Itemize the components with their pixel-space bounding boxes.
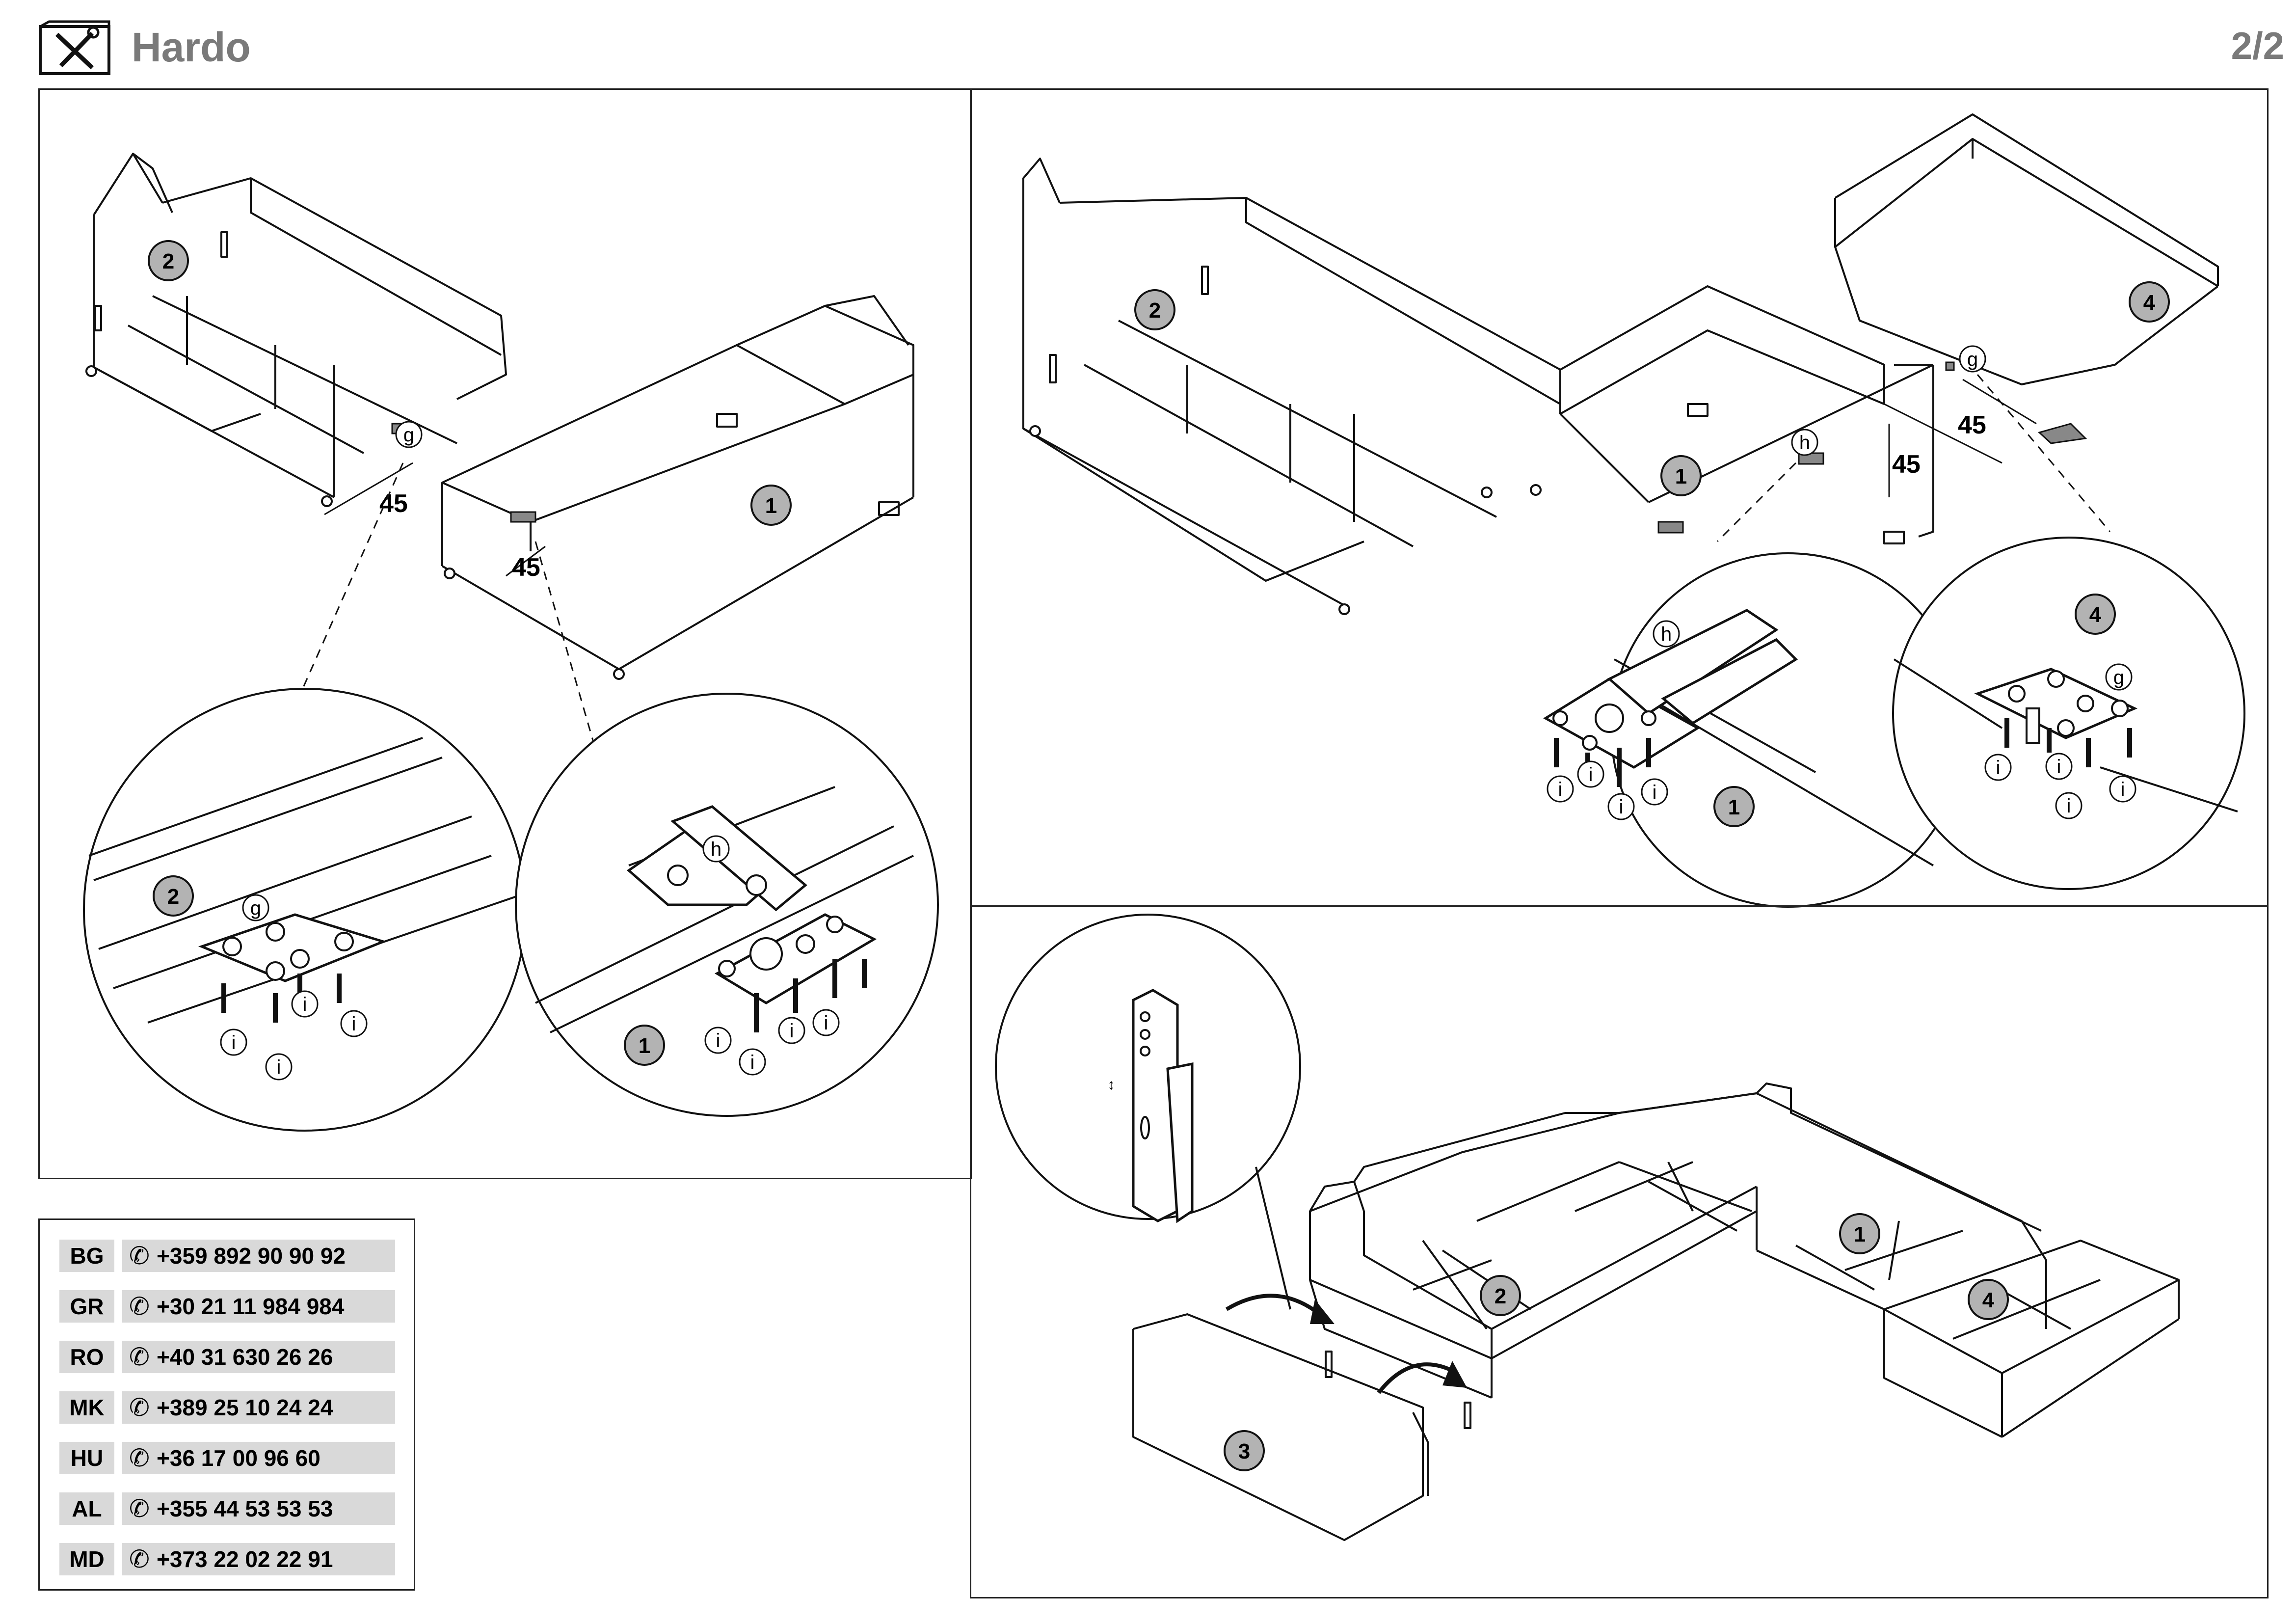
fitting-label: g bbox=[250, 897, 261, 919]
part-number: 3 bbox=[1238, 1439, 1250, 1463]
detail-circle-fitting-h: h i i i i 1 bbox=[1543, 552, 1966, 908]
phone-icon: ✆ bbox=[129, 1293, 150, 1320]
part-number: 4 bbox=[2143, 291, 2156, 315]
detail-circle-fitting-g: 4 g i i i i bbox=[1892, 537, 2245, 890]
phone-number[interactable]: +389 25 10 24 24 bbox=[157, 1395, 333, 1420]
country-code: MD bbox=[59, 1543, 114, 1575]
part-number: 1 bbox=[1675, 464, 1687, 488]
part-number: 1 bbox=[1854, 1222, 1866, 1246]
phone-number[interactable]: +359 892 90 90 92 bbox=[157, 1243, 346, 1269]
dimension-label: 45 bbox=[512, 553, 540, 582]
screw-label: i bbox=[277, 1056, 281, 1078]
page-number: 2/2 bbox=[2231, 24, 2284, 67]
step-panel-left: 45 45 2 1 g bbox=[38, 88, 972, 1179]
screw-label: i bbox=[824, 1012, 828, 1034]
screw-label: i bbox=[1619, 796, 1624, 818]
part-badge bbox=[148, 240, 189, 281]
fitting-label: h bbox=[1799, 432, 1810, 454]
phone-icon: ✆ bbox=[129, 1242, 150, 1270]
country-code: MK bbox=[59, 1391, 114, 1424]
part-number: 2 bbox=[167, 885, 179, 909]
screw-label: i bbox=[232, 1032, 236, 1054]
part-number: 2 bbox=[1495, 1284, 1506, 1308]
phone-icon: ✆ bbox=[129, 1394, 150, 1421]
dimension-label: 45 bbox=[379, 489, 408, 518]
country-code: BG bbox=[59, 1240, 114, 1272]
part-number: 1 bbox=[765, 494, 777, 518]
phone-number[interactable]: +30 21 11 984 984 bbox=[157, 1294, 345, 1319]
phone-icon: ✆ bbox=[129, 1343, 150, 1371]
country-code: RO bbox=[59, 1341, 114, 1373]
screw-label: i bbox=[303, 994, 307, 1015]
part-number: 2 bbox=[162, 249, 174, 273]
step-panel-bottom: ↕ bbox=[970, 905, 2269, 1598]
left-step-illustration: 45 45 2 1 g bbox=[83, 153, 939, 1132]
document-title: Hardo bbox=[132, 24, 251, 70]
header-tools-icon bbox=[38, 20, 111, 76]
bottom-step-illustration: ↕ bbox=[995, 914, 2180, 1541]
country-code: HU bbox=[59, 1442, 114, 1474]
screw-label: i bbox=[716, 1030, 721, 1052]
phone-icon: ✆ bbox=[129, 1495, 150, 1522]
screw-label: i bbox=[1996, 757, 2001, 779]
dimension-label: 45 bbox=[1892, 450, 1921, 479]
screw-label: i bbox=[1558, 779, 1563, 800]
country-code: GR bbox=[59, 1290, 114, 1323]
detail-circle-fitting-g: 2 g i i i i bbox=[83, 688, 527, 1132]
fitting-label: g bbox=[2113, 667, 2124, 688]
part-number: 4 bbox=[1982, 1288, 1995, 1312]
screw-label: i bbox=[1653, 782, 1657, 803]
phone-number[interactable]: +373 22 02 22 91 bbox=[157, 1546, 333, 1572]
fitting-label: h bbox=[1661, 623, 1672, 645]
fitting-label: g bbox=[1967, 349, 1978, 370]
screw-label: i bbox=[2121, 779, 2125, 800]
detail-circle-bracket: ↕ bbox=[995, 914, 1301, 1223]
phone-icon: ✆ bbox=[129, 1545, 150, 1573]
step-panel-right: 45 45 g h 2 1 4 bbox=[970, 88, 2269, 908]
part-number: 4 bbox=[2089, 603, 2102, 627]
adjust-arrow-icon: ↕ bbox=[1108, 1077, 1115, 1093]
part-number: 2 bbox=[1149, 298, 1161, 323]
part-badge bbox=[750, 485, 792, 526]
phone-number[interactable]: +40 31 630 26 26 bbox=[157, 1344, 333, 1370]
right-step-illustration: 45 45 g h 2 1 4 bbox=[1022, 113, 2245, 908]
fitting-label: h bbox=[711, 839, 721, 860]
dimension-label: 45 bbox=[1958, 411, 1986, 439]
support-phones-table: BG ✆ +359 892 90 90 92 GR ✆ +30 21 11 984 … bbox=[38, 1218, 415, 1591]
screw-label: i bbox=[2057, 756, 2061, 778]
label-badge bbox=[395, 421, 423, 448]
screw-label: i bbox=[750, 1052, 755, 1073]
phone-number[interactable]: +355 44 53 53 53 bbox=[157, 1496, 333, 1521]
phone-icon: ✆ bbox=[129, 1444, 150, 1472]
country-code: AL bbox=[59, 1492, 114, 1525]
screw-label: i bbox=[790, 1020, 794, 1042]
fitting-label: g bbox=[403, 424, 414, 446]
screw-label: i bbox=[2067, 795, 2071, 817]
detail-circle-fitting-h: h 1 i i i i bbox=[515, 693, 939, 1117]
screw-label: i bbox=[352, 1013, 356, 1035]
screw-label: i bbox=[1589, 764, 1593, 785]
part-number: 1 bbox=[1728, 795, 1740, 819]
part-number: 1 bbox=[639, 1034, 650, 1058]
phone-number[interactable]: +36 17 00 96 60 bbox=[157, 1445, 320, 1471]
